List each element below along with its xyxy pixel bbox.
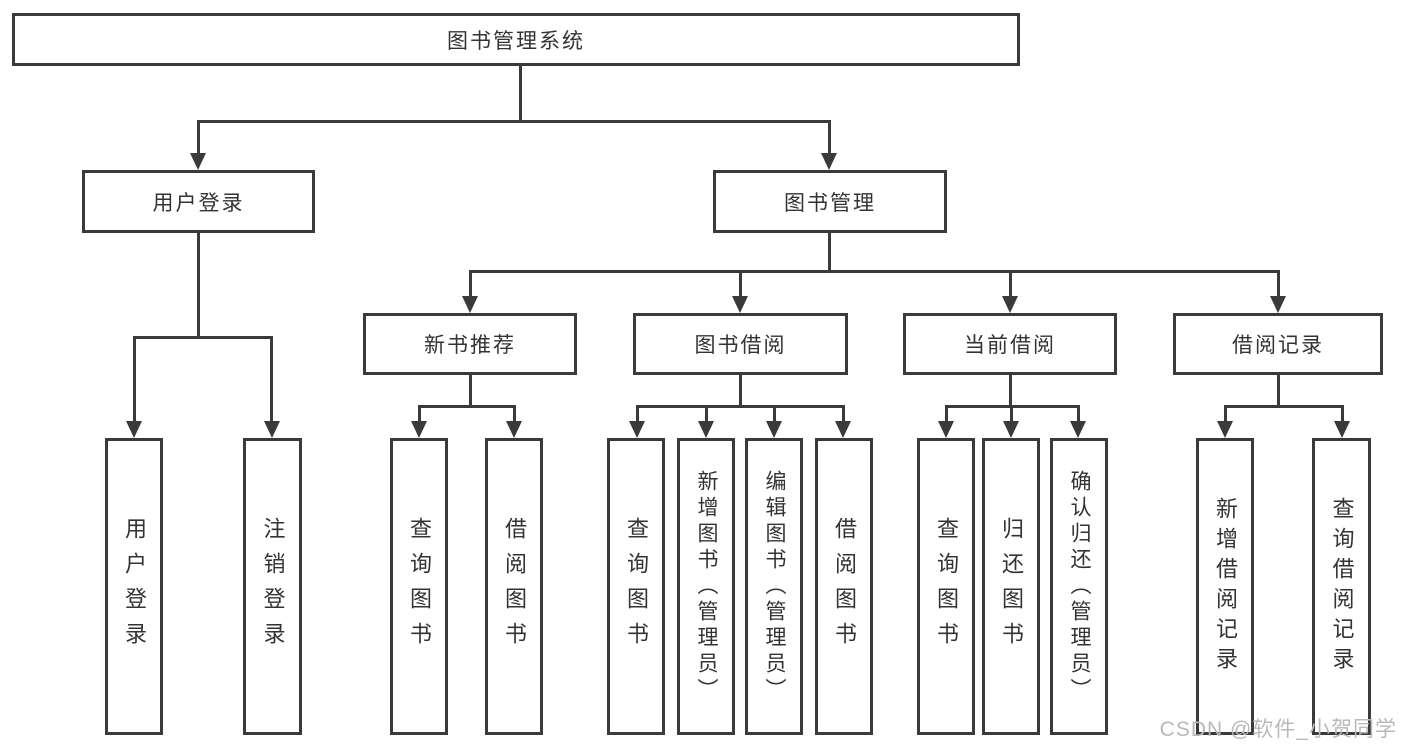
leaf-query-books-current: 查询图书 xyxy=(917,438,975,735)
arrowhead-down-icon xyxy=(264,421,280,438)
leaf-label: 查询图书 xyxy=(624,516,649,657)
leaf-label: 归还图书 xyxy=(999,516,1024,657)
node-current-borrow: 当前借阅 xyxy=(903,313,1117,375)
connector-shaft xyxy=(773,405,776,424)
connector-shaft xyxy=(270,336,273,424)
arrowhead-down-icon xyxy=(190,153,206,170)
leaf-user-login: 用户登录 xyxy=(105,438,163,735)
connector-borrow-bus xyxy=(636,405,844,408)
connector-level2-bus xyxy=(197,120,831,123)
connector-recommend-stub xyxy=(469,375,472,408)
arrowhead-down-icon xyxy=(1270,296,1286,313)
arrowhead-down-icon xyxy=(1070,421,1086,438)
connector-shaft xyxy=(828,120,831,155)
connector-shaft xyxy=(739,270,742,299)
connector-login-stub xyxy=(197,233,200,339)
connector-shaft xyxy=(842,405,845,424)
node-book-management: 图书管理 xyxy=(713,170,947,233)
connector-borrow-stub xyxy=(739,375,742,408)
connector-shaft xyxy=(705,405,708,424)
leaf-query-borrow-record: 查询借阅记录 xyxy=(1312,438,1371,735)
connector-shaft xyxy=(197,120,200,155)
connector-level3-bus xyxy=(469,270,1280,273)
connector-shaft xyxy=(1277,270,1280,299)
connector-current-stub xyxy=(1009,375,1012,408)
leaf-confirm-return-admin: 确认归还（管理员） xyxy=(1050,438,1108,735)
connector-shaft xyxy=(133,336,136,424)
leaf-label: 新增图书（管理员） xyxy=(695,469,718,704)
node-user-login: 用户登录 xyxy=(82,170,315,233)
arrowhead-down-icon xyxy=(938,421,954,438)
leaf-label: 注销登录 xyxy=(260,516,286,657)
leaf-borrow-books: 借阅图书 xyxy=(815,438,873,735)
leaf-edit-books-admin: 编辑图书（管理员） xyxy=(745,438,803,735)
connector-login-bus xyxy=(133,336,273,339)
arrowhead-down-icon xyxy=(411,421,427,438)
leaf-add-borrow-record: 新增借阅记录 xyxy=(1196,438,1254,735)
arrowhead-down-icon xyxy=(126,421,142,438)
leaf-query-books-borrow: 查询图书 xyxy=(607,438,665,735)
arrowhead-down-icon xyxy=(732,296,748,313)
arrowhead-down-icon xyxy=(506,421,522,438)
leaf-label: 用户登录 xyxy=(122,516,147,657)
leaf-label: 借阅图书 xyxy=(832,516,857,657)
connector-records-bus xyxy=(1224,405,1343,408)
arrowhead-down-icon xyxy=(1002,296,1018,313)
node-library-system: 图书管理系统 xyxy=(12,13,1020,66)
leaf-label: 确认归还（管理员） xyxy=(1068,469,1091,704)
leaf-query-books-recommend: 查询图书 xyxy=(390,438,448,735)
connector-shaft xyxy=(1077,405,1080,424)
arrowhead-down-icon xyxy=(462,296,478,313)
csdn-watermark: CSDN @软件_小贺同学 xyxy=(1159,718,1397,741)
connector-shaft xyxy=(513,405,516,424)
arrowhead-down-icon xyxy=(821,153,837,170)
node-borrow-records: 借阅记录 xyxy=(1173,313,1383,375)
leaf-return-books: 归还图书 xyxy=(982,438,1040,735)
connector-records-stub xyxy=(1277,375,1280,408)
leaf-label: 借阅图书 xyxy=(502,516,527,657)
connector-shaft xyxy=(1224,405,1227,424)
leaf-label: 查询图书 xyxy=(407,516,432,657)
arrowhead-down-icon xyxy=(1334,421,1350,438)
arrowhead-down-icon xyxy=(1217,421,1233,438)
connector-recommend-bus xyxy=(418,405,516,408)
connector-root-stub xyxy=(519,66,522,120)
leaf-label: 查询借阅记录 xyxy=(1329,496,1355,677)
arrowhead-down-icon xyxy=(766,421,782,438)
leaf-label: 编辑图书（管理员） xyxy=(763,469,786,704)
connector-shaft xyxy=(945,405,948,424)
connector-shaft xyxy=(469,270,472,299)
arrowhead-down-icon xyxy=(1003,421,1019,438)
leaf-label: 查询图书 xyxy=(934,516,959,657)
leaf-borrow-books-recommend: 借阅图书 xyxy=(485,438,543,735)
connector-management-stub xyxy=(828,233,831,273)
arrowhead-down-icon xyxy=(629,421,645,438)
connector-shaft xyxy=(1341,405,1344,424)
node-book-borrow: 图书借阅 xyxy=(633,313,848,375)
leaf-add-books-admin: 新增图书（管理员） xyxy=(677,438,735,735)
arrowhead-down-icon xyxy=(698,421,714,438)
node-new-book-recommend: 新书推荐 xyxy=(363,313,577,375)
arrowhead-down-icon xyxy=(835,421,851,438)
leaf-label: 新增借阅记录 xyxy=(1213,496,1238,677)
connector-shaft xyxy=(1009,270,1012,299)
connector-shaft xyxy=(636,405,639,424)
leaf-logout: 注销登录 xyxy=(243,438,302,735)
connector-shaft xyxy=(418,405,421,424)
connector-shaft xyxy=(1010,405,1013,424)
